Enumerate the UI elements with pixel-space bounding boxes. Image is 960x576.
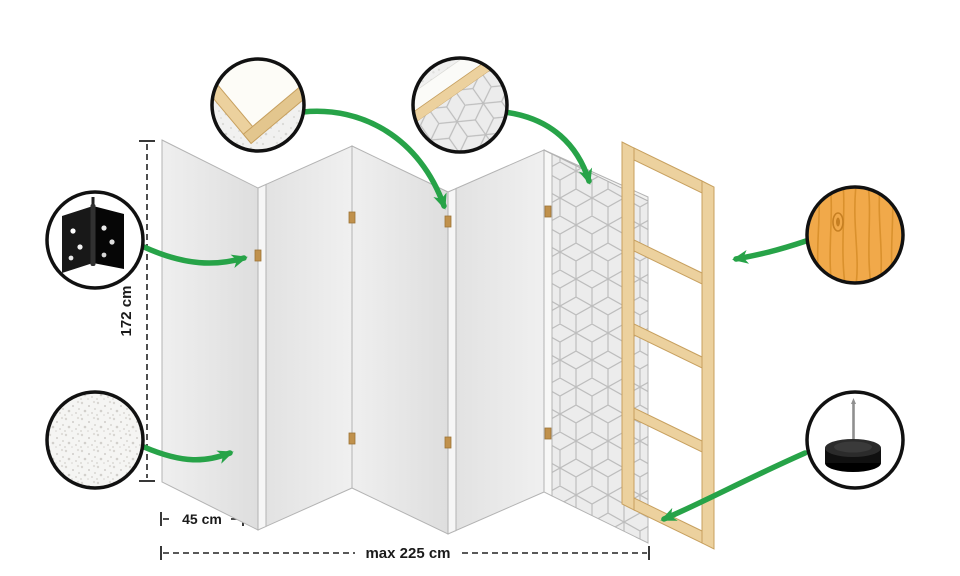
dimension-max-width: max 225 cm bbox=[160, 545, 650, 562]
arrow-corner-detail bbox=[300, 108, 447, 210]
hinge-mark bbox=[348, 432, 356, 445]
dimension-height: 172 cm bbox=[118, 140, 155, 482]
arrow-edge-detail bbox=[501, 109, 593, 185]
panel-1 bbox=[161, 139, 259, 531]
max-width-dimension-label: max 225 cm bbox=[365, 545, 450, 562]
height-dimension-label: 172 cm bbox=[118, 286, 135, 337]
panel-2-edge bbox=[257, 183, 267, 531]
panel-4 bbox=[455, 149, 545, 532]
foot-pad-icon bbox=[825, 398, 881, 472]
frame-top-rail bbox=[633, 147, 703, 194]
canvas-texture-icon bbox=[48, 393, 142, 487]
frame-rung bbox=[633, 239, 703, 285]
frame-rung bbox=[633, 323, 703, 369]
callout-circle-border bbox=[45, 190, 145, 290]
frame-rung bbox=[633, 407, 703, 453]
arrow-wood bbox=[732, 238, 809, 264]
frame-right-rail bbox=[701, 180, 715, 550]
callout-foot bbox=[805, 390, 905, 490]
arrow-hinge bbox=[141, 244, 248, 269]
callout-canvas bbox=[45, 390, 145, 490]
folding-screen bbox=[161, 139, 545, 535]
frame-left-rail bbox=[621, 141, 635, 511]
patterned-panel-side-edge bbox=[543, 149, 553, 497]
hinge-mark bbox=[348, 211, 356, 224]
callout-frame-corner bbox=[210, 57, 306, 153]
hinge-mark bbox=[444, 215, 452, 228]
hinge-mark bbox=[544, 427, 552, 440]
hinge-mark bbox=[254, 249, 262, 262]
panel-2 bbox=[265, 145, 353, 528]
panel-4-edge bbox=[447, 187, 457, 535]
arrow-canvas bbox=[141, 444, 234, 464]
callout-circle-border bbox=[805, 185, 905, 285]
panel-edge-icon bbox=[414, 59, 506, 151]
wood-texture-icon bbox=[808, 188, 902, 282]
arrow-foot bbox=[660, 450, 808, 522]
callout-circle-border bbox=[411, 56, 509, 154]
panel-3 bbox=[351, 145, 449, 535]
hinge-icon bbox=[62, 197, 124, 273]
callout-panel-edge bbox=[411, 56, 509, 154]
frame-corner-icon bbox=[213, 60, 303, 150]
callout-arrows bbox=[141, 108, 809, 522]
hinge-mark bbox=[444, 436, 452, 449]
callout-hinge bbox=[45, 190, 145, 290]
panel-width-dimension-label: 45 cm bbox=[182, 511, 222, 527]
patterned-panel-hinges bbox=[544, 205, 552, 440]
panel-hinges bbox=[254, 211, 452, 449]
callout-wood bbox=[805, 185, 905, 285]
callout-circle-border bbox=[45, 390, 145, 490]
callout-circle-border bbox=[805, 390, 905, 490]
callout-circle-border bbox=[210, 57, 306, 153]
hinge-mark bbox=[544, 205, 552, 218]
